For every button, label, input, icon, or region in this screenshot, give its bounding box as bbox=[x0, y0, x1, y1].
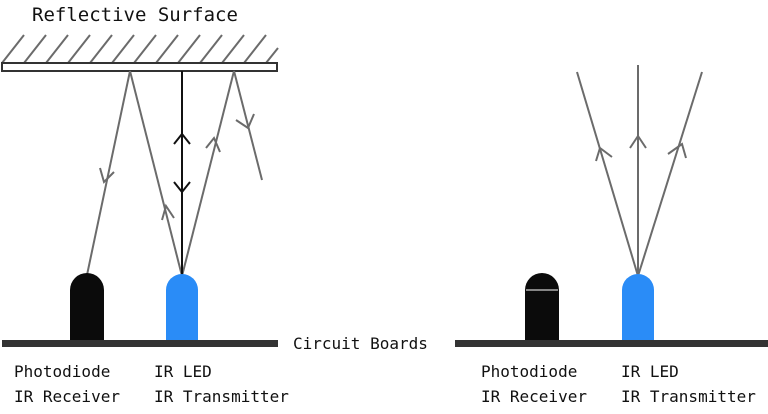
left-reflected-rays bbox=[86, 70, 263, 277]
circuit-boards-label: Circuit Boards bbox=[293, 334, 428, 353]
photodiode-left bbox=[70, 273, 104, 340]
right-receiver-label-line2: IR Receiver bbox=[481, 387, 587, 406]
arrowhead-up-right bbox=[205, 136, 221, 153]
circuit-board-left bbox=[2, 340, 278, 347]
arrowhead-down-left bbox=[99, 167, 115, 184]
ray-led-up-right bbox=[181, 70, 235, 277]
reflective-surface-title: Reflective Surface bbox=[32, 4, 238, 26]
left-receiver-label-line1: Photodiode bbox=[14, 362, 111, 381]
circuit-board-right bbox=[455, 340, 768, 347]
left-transmitter-label-line2: IR Transmitter bbox=[154, 387, 289, 406]
ir-led-left bbox=[166, 274, 198, 340]
arrowhead-up-mid bbox=[161, 203, 175, 221]
reflective-surface-plate bbox=[1, 62, 278, 72]
ir-led-right bbox=[622, 274, 654, 340]
reflective-surface-hatching bbox=[1, 34, 279, 64]
right-receiver-label-line1: Photodiode bbox=[481, 362, 578, 381]
right-transmitter-label-line1: IR LED bbox=[621, 362, 679, 381]
right-transmitter-label-line2: IR Transmitter bbox=[621, 387, 756, 406]
ray-led-up-left bbox=[129, 70, 183, 277]
arrowhead-down-right bbox=[235, 113, 255, 130]
right-emitted-rays bbox=[576, 65, 703, 277]
left-transmitter-label-line1: IR LED bbox=[154, 362, 212, 381]
ray-to-receiver bbox=[86, 70, 131, 276]
distance-arrow bbox=[173, 71, 191, 276]
photodiode-right bbox=[525, 273, 559, 340]
left-receiver-label-line2: IR Receiver bbox=[14, 387, 120, 406]
